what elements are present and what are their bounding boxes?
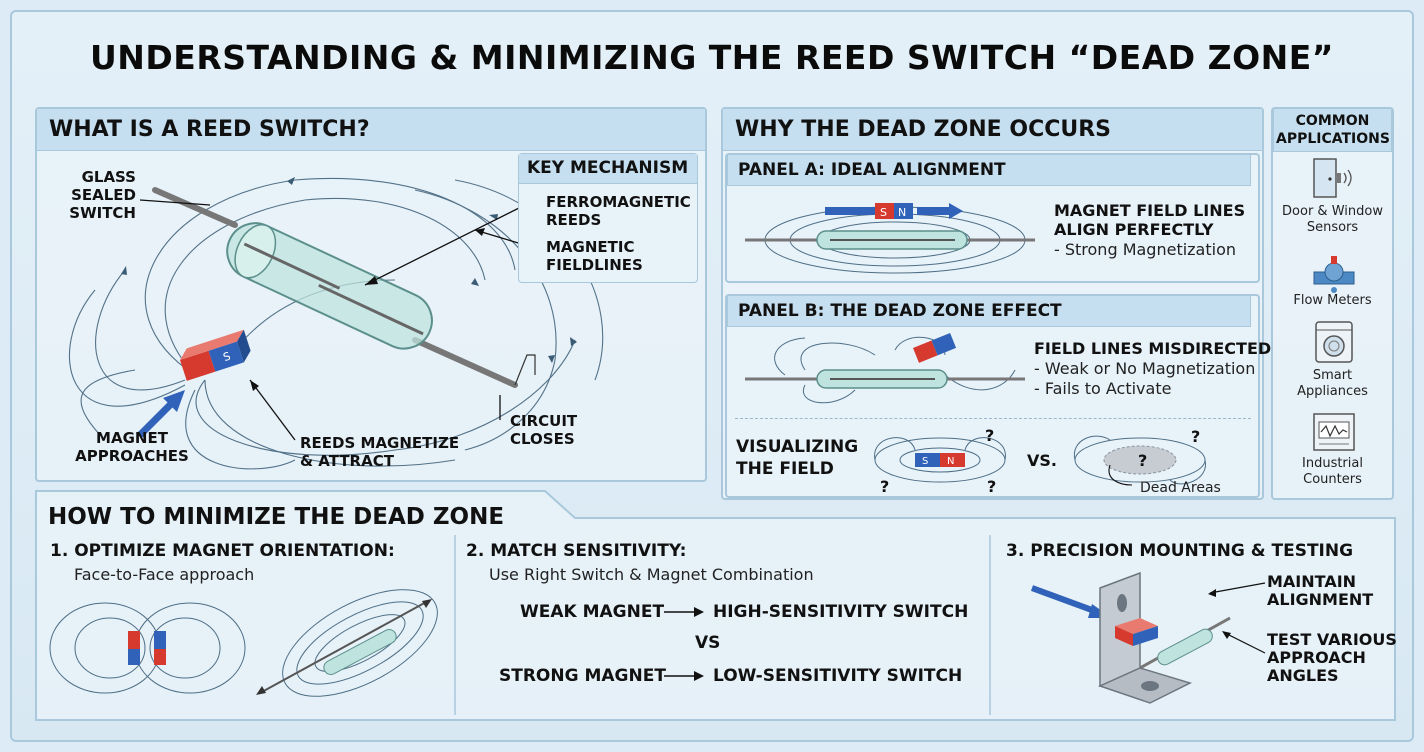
vs-label: VS. <box>1027 451 1057 470</box>
panel-b-diagram <box>745 333 1025 404</box>
vis-question-1: ? <box>985 426 995 445</box>
test-angles-label: TEST VARIOUS APPROACH ANGLES <box>1267 630 1397 685</box>
panel-a-diagram: S N <box>745 203 1035 274</box>
reed-switch-illustration: S <box>68 177 604 470</box>
key-mechanism-box: KEY MECHANISM <box>518 153 698 283</box>
panel-a-pole-s: S <box>880 206 887 219</box>
panel-b-line2: - Weak or No Magnetization <box>1034 359 1256 378</box>
visualizing-label: VISUALIZING THE FIELD <box>736 437 859 479</box>
step1-sub: Face-to-Face approach <box>74 565 255 584</box>
door-sensor-icon <box>1313 158 1352 198</box>
magnet-approach-arrow <box>137 390 185 438</box>
strong-arrow <box>664 671 704 681</box>
strong-magnet-label: STRONG MAGNET <box>499 666 666 686</box>
panel-b-line1: FIELD LINES MISDIRECTED <box>1034 339 1272 358</box>
panel-a-line3: - Strong Magnetization <box>1054 240 1237 259</box>
step1-title: 1. OPTIMIZE MAGNET ORIENTATION: <box>50 541 395 561</box>
panel-a-heading: PANEL A: IDEAL ALIGNMENT <box>727 154 1251 186</box>
app-flow-meters-label: Flow Meters <box>1293 293 1372 308</box>
vis-question-4: ? <box>1191 427 1201 446</box>
minimize-panel-frame <box>35 490 1396 721</box>
key-mechanism-heading: KEY MECHANISM <box>519 154 697 184</box>
panel-a-line1: MAGNET FIELD LINES <box>1054 201 1246 220</box>
reeds-magnetize-label: REEDS MAGNETIZE & ATTRACT <box>300 434 460 470</box>
panel-b-line3: - Fails to Activate <box>1034 379 1172 398</box>
step2-vs-label: VS <box>695 633 721 653</box>
magnetic-fieldlines-label: MAGNETIC FIELDLINES <box>546 238 643 274</box>
applications-heading: COMMON APPLICATIONS <box>1273 108 1392 152</box>
washing-machine-icon <box>1315 321 1353 363</box>
vis-question-3: ? <box>987 477 997 496</box>
high-sensitivity-label: HIGH-SENSITIVITY SWITCH <box>713 602 969 622</box>
panel-b-heading: PANEL B: THE DEAD ZONE EFFECT <box>727 295 1251 327</box>
step2-title: 2. MATCH SENSITIVITY: <box>466 541 687 561</box>
industrial-counter-icon <box>1313 413 1355 451</box>
app-industrial-counters-label: Industrial Counters <box>1302 456 1363 487</box>
app-door-window-label: Door & Window Sensors <box>1282 204 1383 235</box>
magnet-approaches-label: MAGNET APPROACHES <box>75 429 189 465</box>
glass-switch-label: GLASS SEALED SWITCH <box>69 168 136 222</box>
visualizing-field-diagram: S N <box>874 435 1206 486</box>
dead-areas-label: Dead Areas <box>1140 480 1221 496</box>
weak-arrow <box>664 607 704 617</box>
vis-pole-n: N <box>947 456 954 467</box>
panel-a-line2: ALIGN PERFECTLY <box>1054 220 1214 239</box>
maintain-alignment-label: MAINTAIN ALIGNMENT <box>1267 572 1374 609</box>
what-is-heading: WHAT IS A REED SWITCH? <box>37 109 705 151</box>
step2-sub: Use Right Switch & Magnet Combination <box>489 565 814 584</box>
vis-question-2: ? <box>880 477 890 496</box>
step3-title: 3. PRECISION MOUNTING & TESTING <box>1006 541 1354 561</box>
magnet-pole-s: S <box>221 350 232 365</box>
mounting-bracket-diagram <box>1030 571 1266 704</box>
step1-diagram <box>49 589 438 697</box>
vis-pole-s: S <box>922 456 928 467</box>
panel-a-pole-n: N <box>898 206 906 219</box>
app-smart-appliances-label: Smart Appliances <box>1297 368 1368 399</box>
ferromagnetic-reeds-label: FERROMAGNETIC REEDS <box>546 193 691 229</box>
why-heading: WHY THE DEAD ZONE OCCURS <box>723 109 1262 151</box>
vis-question-5: ? <box>1138 451 1148 470</box>
circuit-closes-label: CIRCUIT CLOSES <box>510 412 578 448</box>
page-title: UNDERSTANDING & MINIMIZING THE REED SWIT… <box>90 38 1334 77</box>
flow-meter-icon <box>1313 256 1355 293</box>
weak-magnet-label: WEAK MAGNET <box>520 602 665 622</box>
panel-b-divider <box>735 418 1251 419</box>
low-sensitivity-label: LOW-SENSITIVITY SWITCH <box>713 666 963 686</box>
minimize-heading: HOW TO MINIMIZE THE DEAD ZONE <box>48 504 505 530</box>
